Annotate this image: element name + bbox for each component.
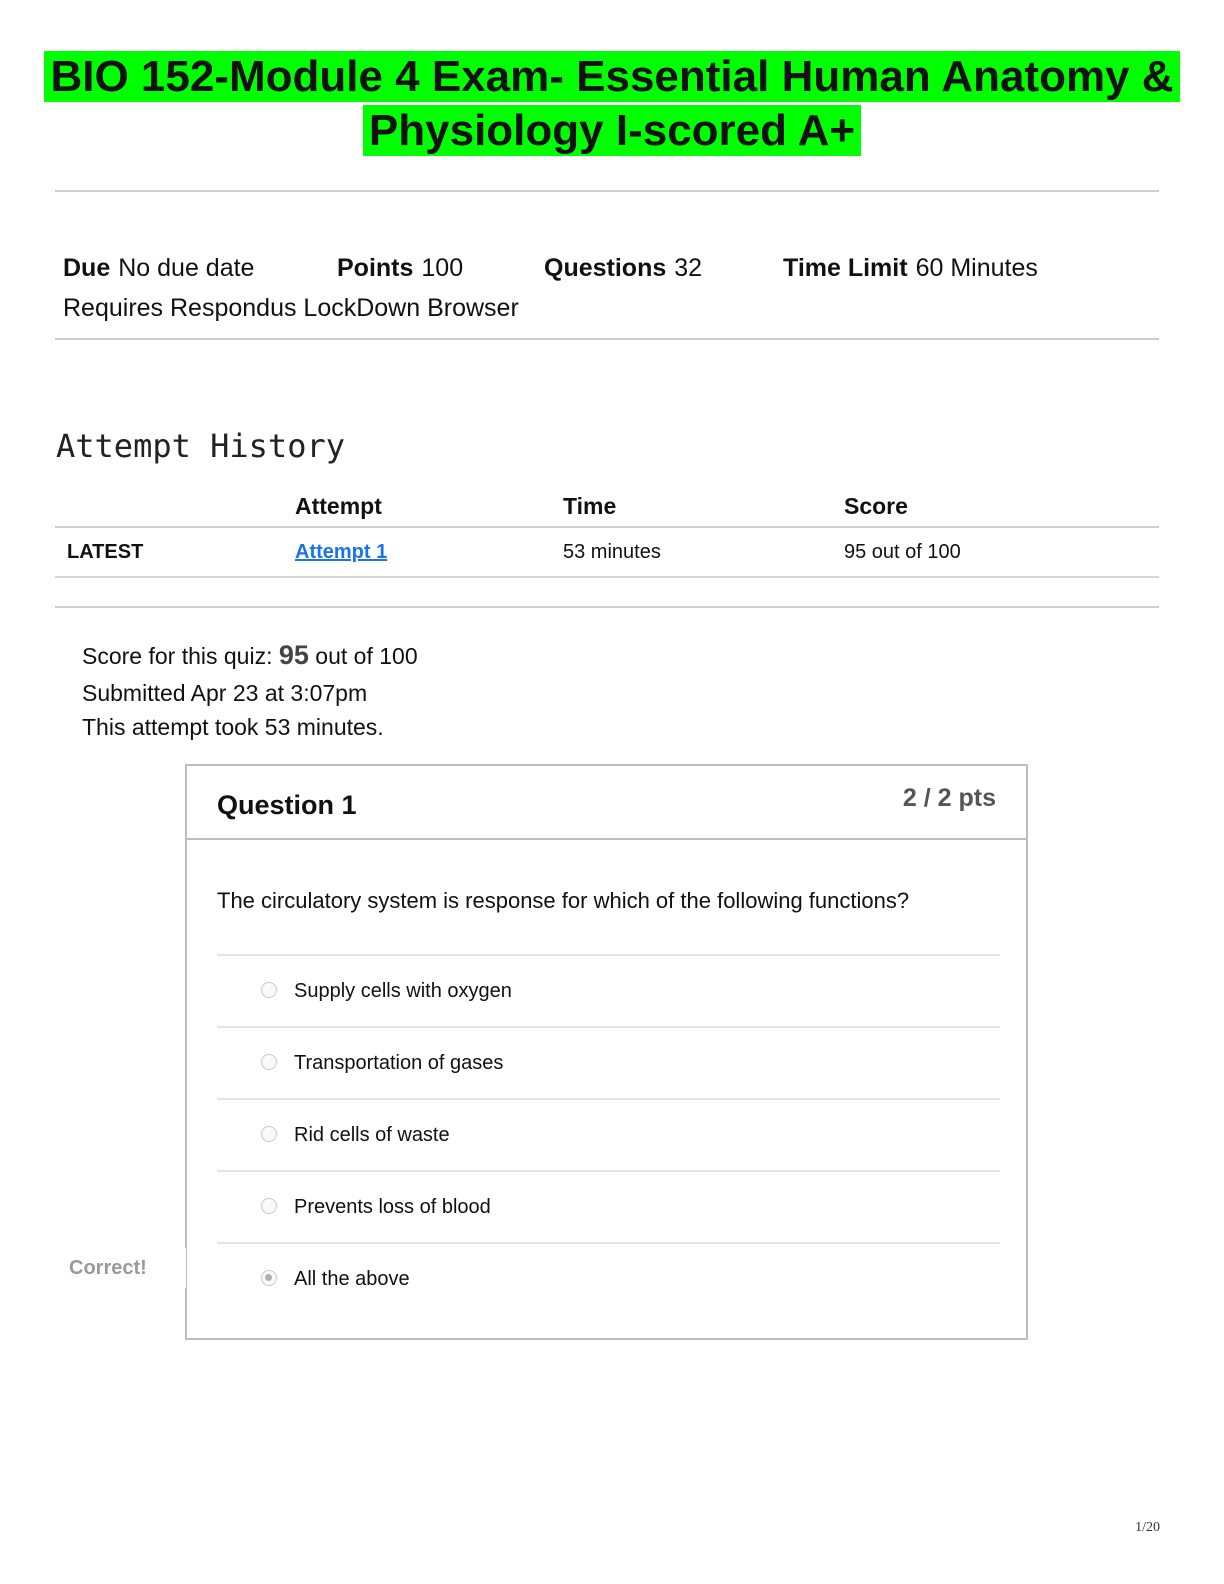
table-header: Attempt Time Score xyxy=(55,488,1159,528)
column-time: Time xyxy=(563,493,617,519)
submitted-time: Submitted Apr 23 at 3:07pm xyxy=(82,680,368,706)
time-limit-value: 60 Minutes xyxy=(915,254,1038,282)
title-line-2: Physiology I-scored A+ xyxy=(362,105,862,156)
column-score: Score xyxy=(844,493,908,519)
question-header: Question 1 2 / 2 pts xyxy=(187,766,1026,840)
radio-button[interactable] xyxy=(261,1126,277,1142)
question-points: 2 / 2 pts xyxy=(902,784,996,812)
divider xyxy=(55,606,1159,608)
answer-option[interactable]: Prevents loss of blood xyxy=(217,1170,1000,1242)
page-number: 1/20 xyxy=(1135,1520,1160,1535)
question-title: Question 1 xyxy=(217,790,357,820)
divider xyxy=(55,190,1159,192)
correct-answer-tag: Correct! xyxy=(60,1248,186,1288)
attempt-score: 95 out of 100 xyxy=(844,541,961,563)
answer-option[interactable]: Rid cells of waste xyxy=(217,1098,1000,1170)
points-label: Points xyxy=(337,254,414,282)
radio-button-selected[interactable] xyxy=(261,1270,277,1286)
points-value: 100 xyxy=(421,254,464,282)
table-row: LATEST Attempt 1 53 minutes 95 out of 10… xyxy=(55,528,1159,578)
due-label: Due xyxy=(63,254,111,282)
questions-label: Questions xyxy=(544,254,667,282)
radio-button[interactable] xyxy=(261,982,277,998)
column-attempt: Attempt xyxy=(295,493,382,519)
score-suffix: out of 100 xyxy=(315,643,418,669)
latest-tag: LATEST xyxy=(67,541,144,563)
question-card: Question 1 2 / 2 pts The circulatory sys… xyxy=(185,764,1028,1340)
attempt-duration: This attempt took 53 minutes. xyxy=(82,714,384,740)
attempt-history-title: Attempt History xyxy=(56,427,345,465)
answer-list: Supply cells with oxygen Transportation … xyxy=(217,954,1000,1314)
answer-label: Supply cells with oxygen xyxy=(294,980,512,1002)
radio-button[interactable] xyxy=(261,1198,277,1214)
answer-label: Prevents loss of blood xyxy=(294,1196,491,1218)
attempt-time: 53 minutes xyxy=(563,541,661,563)
radio-button[interactable] xyxy=(261,1054,277,1070)
due-value: No due date xyxy=(118,254,255,282)
time-limit-label: Time Limit xyxy=(783,254,908,282)
quiz-score: Score for this quiz: 95 out of 100 xyxy=(82,640,418,671)
lockdown-requirement: Requires Respondus LockDown Browser xyxy=(63,294,519,322)
answer-label: Transportation of gases xyxy=(294,1052,504,1074)
question-text: The circulatory system is response for w… xyxy=(217,888,910,913)
attempt-history-table: Attempt Time Score LATEST Attempt 1 53 m… xyxy=(55,488,1159,578)
score-value: 95 xyxy=(278,640,309,670)
answer-option[interactable]: Supply cells with oxygen xyxy=(217,954,1000,1026)
answer-option-selected[interactable]: All the above xyxy=(217,1242,1000,1314)
document-title: BIO 152-Module 4 Exam- Essential Human A… xyxy=(0,50,1224,158)
answer-option[interactable]: Transportation of gases xyxy=(217,1026,1000,1098)
divider xyxy=(55,338,1159,340)
questions-value: 32 xyxy=(674,254,703,282)
answer-label: Rid cells of waste xyxy=(294,1124,450,1146)
title-line-1: BIO 152-Module 4 Exam- Essential Human A… xyxy=(44,51,1180,102)
answer-label: All the above xyxy=(294,1268,410,1290)
attempt-1-link[interactable]: Attempt 1 xyxy=(295,541,388,563)
score-prefix: Score for this quiz: xyxy=(82,643,273,669)
